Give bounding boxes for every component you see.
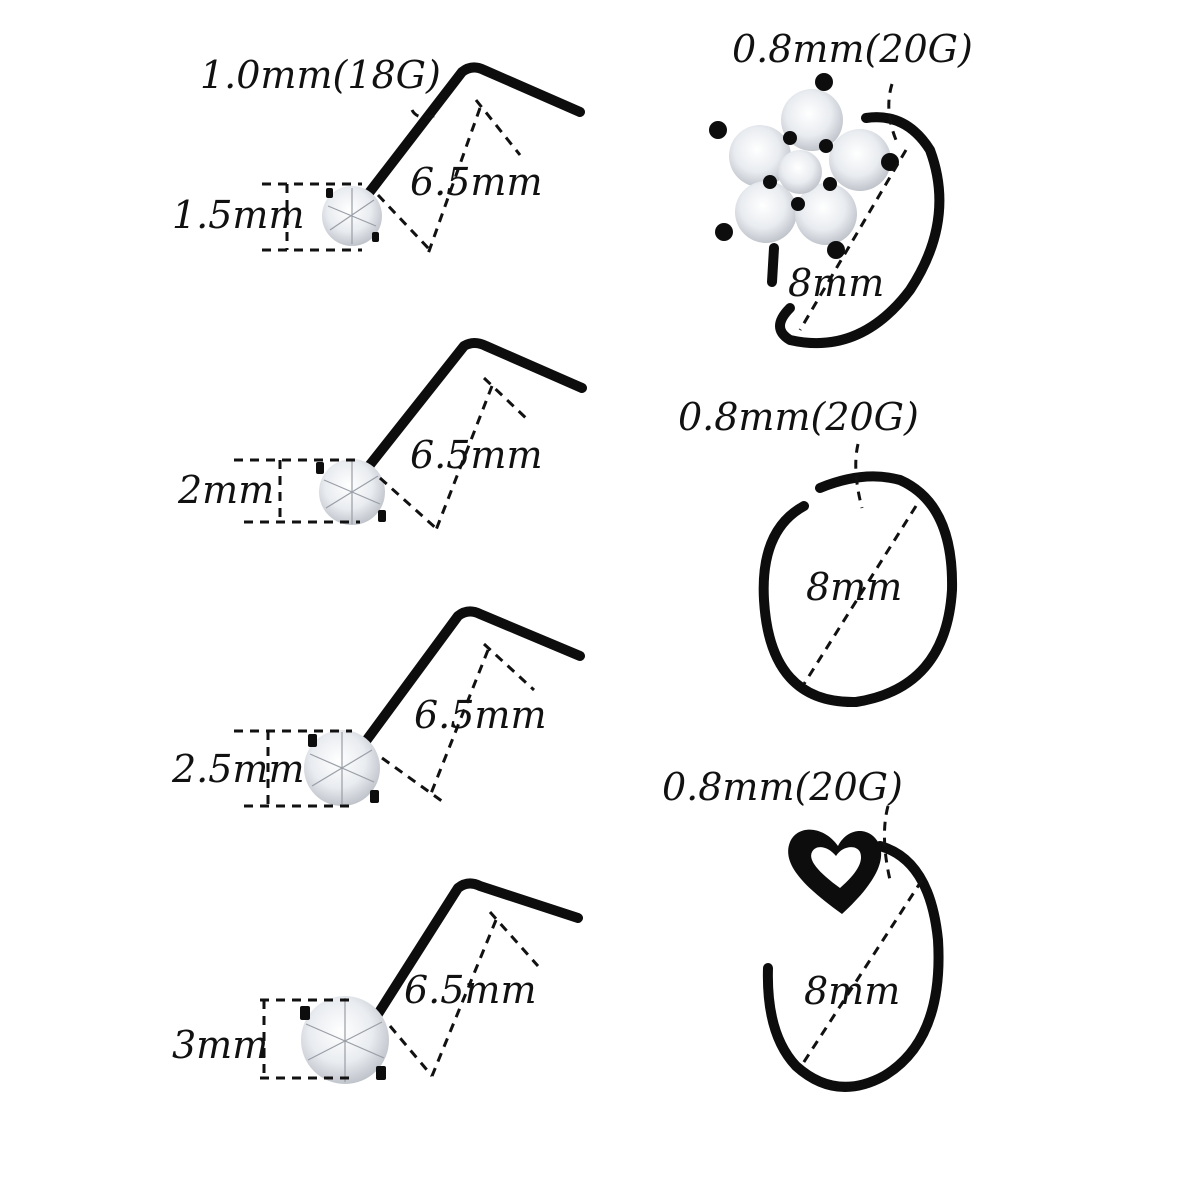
prong: [763, 175, 777, 189]
gem-size-label: 1.5mm: [172, 193, 305, 237]
flower-petal-gem: [735, 181, 797, 243]
gem-size-marker: [262, 182, 362, 252]
l-shape-post: [345, 338, 587, 495]
prong: [376, 1066, 386, 1080]
gem-facets: [305, 998, 385, 1082]
length-marker: [388, 911, 540, 1077]
prong: [783, 131, 797, 145]
flower-charm: [709, 73, 899, 259]
hoop: [775, 112, 945, 349]
gem-size-marker: [234, 729, 352, 808]
prong: [372, 232, 379, 242]
diameter-marker: [802, 505, 918, 685]
l-shape-post: [347, 606, 585, 765]
flower-petal-gem: [829, 129, 891, 191]
flower-petal-gem: [795, 183, 857, 245]
heart-charm-cutout: [811, 847, 862, 888]
gauge-marker: [887, 83, 898, 141]
gem-size-label: 2.5mm: [171, 747, 305, 791]
prong: [300, 1006, 310, 1020]
stud-1: 1.0mm(18G) 1.5mm 6.5mm: [172, 53, 585, 255]
l-shape-post: [359, 878, 583, 1041]
stud-2: 2mm 6.5mm: [177, 338, 587, 532]
gauge-label: 0.8mm(20G): [678, 395, 919, 439]
length-label: 6.5mm: [410, 433, 543, 477]
gem-facets: [309, 732, 375, 804]
gauge-marker: [410, 109, 441, 119]
prong: [791, 197, 805, 211]
hoop-inner-leg: [767, 243, 779, 287]
ring-heart: 0.8mm(20G) 8mm: [662, 765, 944, 1092]
gauge-label: 0.8mm(20G): [662, 765, 903, 809]
length-label: 6.5mm: [404, 968, 537, 1012]
stud-4: 3mm 6.5mm: [172, 878, 583, 1084]
gem-size-label: 2mm: [177, 468, 274, 512]
diameter-marker: [798, 149, 908, 331]
ring-plain: 0.8mm(20G) 8mm: [678, 395, 958, 708]
diameter-marker: [798, 879, 924, 1069]
heart-charm: [788, 829, 882, 914]
prong: [881, 153, 899, 171]
gauge-marker: [854, 443, 864, 509]
prong: [316, 462, 324, 474]
gauge-label: 1.0mm(18G): [200, 53, 441, 97]
prong: [823, 177, 837, 191]
flower-petal-gem: [729, 125, 791, 187]
l-shape-post: [347, 62, 585, 220]
prong: [709, 121, 727, 139]
gem-facets: [323, 460, 381, 524]
length-marker: [378, 376, 530, 532]
prong: [308, 734, 317, 747]
length-marker: [376, 99, 522, 255]
prong: [815, 73, 833, 91]
diameter-label: 8mm: [788, 261, 884, 305]
gem-size-marker: [260, 998, 350, 1080]
prong: [370, 790, 379, 803]
prong: [819, 139, 833, 153]
hoop: [762, 841, 944, 1092]
prong: [378, 510, 386, 522]
gem-size-marker: [234, 458, 360, 524]
diameter-label: 8mm: [804, 969, 900, 1013]
hoop: [758, 471, 958, 708]
prong: [827, 241, 845, 259]
length-label: 6.5mm: [410, 160, 543, 204]
gauge-marker: [882, 805, 892, 881]
flower-center-gem: [778, 150, 822, 194]
ring-flower: 0.8mm(20G) 8mm: [709, 27, 973, 349]
gauge-label: 0.8mm(20G): [732, 27, 973, 71]
gem-size-label: 3mm: [172, 1023, 268, 1067]
length-label: 6.5mm: [414, 693, 547, 737]
gem-facets: [327, 188, 377, 244]
diameter-label: 8mm: [806, 565, 902, 609]
stud-3: 2.5mm 6.5mm: [171, 606, 585, 808]
prong: [326, 188, 333, 198]
prong: [715, 223, 733, 241]
length-marker: [381, 642, 536, 806]
